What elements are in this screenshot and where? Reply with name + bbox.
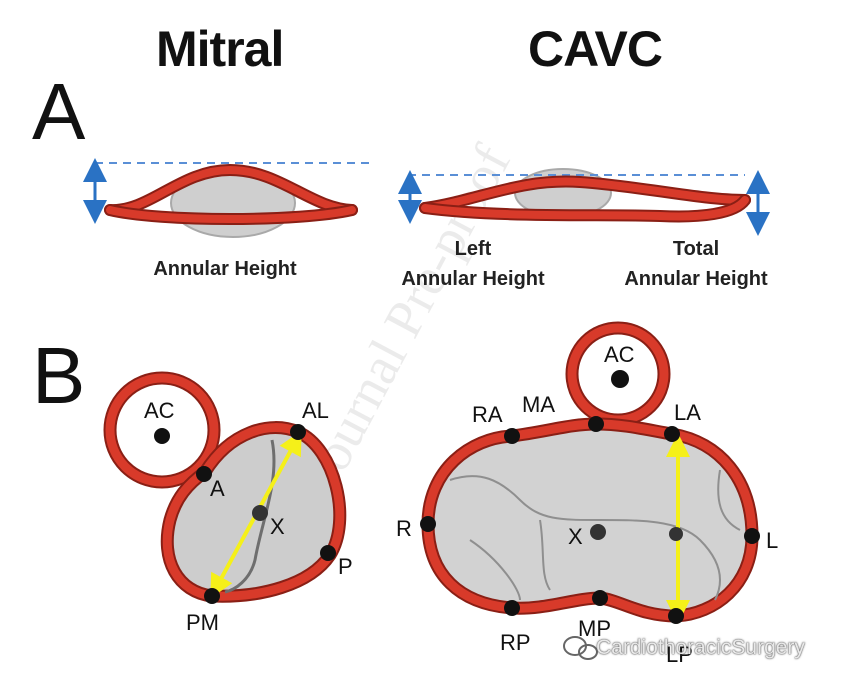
total-caption-line2: Annular Height bbox=[624, 268, 768, 290]
mitral-en-face-view bbox=[103, 371, 347, 604]
mitral-pm-label: PM bbox=[186, 610, 219, 635]
cavc-rp-label: RP bbox=[500, 630, 531, 655]
cavc-mp-point bbox=[592, 590, 608, 606]
mitral-annulus-ring bbox=[162, 423, 345, 601]
mitral-x-label: X bbox=[270, 514, 285, 539]
total-caption-line1: Total bbox=[672, 238, 720, 260]
mitral-heading: Mitral bbox=[156, 21, 284, 77]
cavc-lp-label: LP bbox=[666, 642, 693, 667]
mitral-annular-height-caption: Annular Height bbox=[153, 258, 297, 280]
cavc-ac-point bbox=[611, 370, 629, 388]
mitral-a-label: A bbox=[210, 476, 225, 501]
cavc-x-label: X bbox=[568, 524, 583, 549]
mitral-annulus-upper bbox=[106, 165, 356, 215]
cavc-l-label: L bbox=[766, 528, 779, 553]
left-caption-line1: Left bbox=[454, 238, 492, 260]
mitral-pm-point bbox=[204, 588, 220, 604]
mitral-p-point bbox=[320, 545, 336, 561]
cavc-ma-point bbox=[588, 416, 604, 432]
cavc-en-face-view bbox=[420, 321, 760, 624]
cavc-lp-point bbox=[668, 608, 684, 624]
mitral-al-label: AL bbox=[302, 398, 329, 423]
cavc-ma-label: MA bbox=[522, 392, 555, 417]
cavc-l-point bbox=[744, 528, 760, 544]
mitral-p-label: P bbox=[338, 554, 353, 579]
mitral-a-point bbox=[196, 466, 212, 482]
cavc-annulus-lower bbox=[421, 196, 749, 221]
cavc-ra-point bbox=[504, 428, 520, 444]
panel-a-letter: A bbox=[32, 67, 86, 156]
brand-watermark: CardiothoracicSurgery bbox=[596, 636, 805, 659]
cavc-la-label: LA bbox=[674, 400, 701, 425]
cavc-r-point bbox=[420, 516, 436, 532]
wechat-logo-icon bbox=[563, 636, 598, 660]
panel-b-letter: B bbox=[32, 331, 86, 420]
cavc-r-label: R bbox=[396, 516, 412, 541]
cavc-rp-point bbox=[504, 600, 520, 616]
cavc-ra-label: RA bbox=[472, 402, 503, 427]
mitral-aortic-ring bbox=[105, 373, 219, 487]
cavc-leaflet-texture bbox=[449, 469, 741, 601]
mitral-ac-label: AC bbox=[144, 398, 175, 423]
cavc-la-point bbox=[664, 426, 680, 442]
cavc-inner-point bbox=[669, 527, 683, 541]
left-caption-line2: Annular Height bbox=[401, 268, 545, 290]
left-annular-height-caption: Left Annular Height bbox=[380, 234, 566, 294]
cavc-x-point bbox=[590, 524, 606, 540]
total-annular-height-caption: Total Annular Height bbox=[606, 234, 786, 294]
cavc-heading: CAVC bbox=[528, 21, 663, 77]
cavc-mp-label: MP bbox=[578, 616, 611, 641]
cavc-ac-label: AC bbox=[604, 342, 635, 367]
mitral-ac-point bbox=[154, 428, 170, 444]
mitral-annulus-lower bbox=[106, 206, 356, 223]
mitral-x-point bbox=[252, 505, 268, 521]
cavc-saddle-view bbox=[398, 168, 770, 236]
mitral-saddle-view bbox=[83, 158, 372, 238]
mitral-al-point bbox=[290, 424, 306, 440]
cavc-annulus-upper bbox=[421, 177, 749, 212]
